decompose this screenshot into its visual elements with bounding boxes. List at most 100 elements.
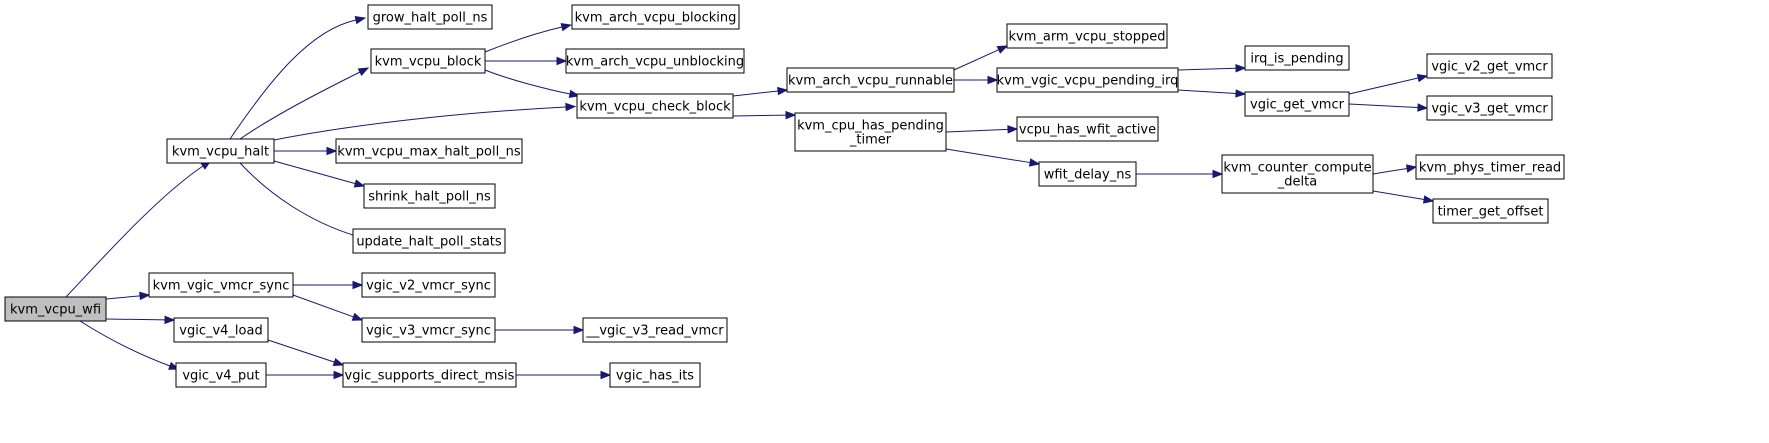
node-box (1432, 198, 1549, 224)
node-box (352, 228, 506, 254)
node-kvm-counter-compute-delta[interactable]: kvm_counter_compute_delta (1221, 154, 1374, 194)
node-kvm-vcpu-halt[interactable]: kvm_vcpu_halt (166, 138, 275, 164)
node-kvm-arm-vcpu-stopped[interactable]: kvm_arm_vcpu_stopped (1006, 23, 1168, 49)
node-vgic-v3-vmcr-sync[interactable]: vgic_v3_vmcr_sync (361, 317, 496, 343)
arrow-head-icon (1405, 164, 1418, 173)
edge-vgic-get-vmcr-to-vgic-v3-get-vmcr (1348, 103, 1429, 112)
node-label: grow_halt_poll_ns (373, 11, 488, 26)
arrow-head-icon (556, 56, 568, 66)
edge-kvm-vcpu-halt-to-kvm-vcpu-block (239, 67, 370, 140)
edge-line (1348, 103, 1419, 109)
node-kvm-vcpu-wfi[interactable]: kvm_vcpu_wfi (4, 296, 107, 322)
arrow-head-icon (1212, 169, 1224, 179)
node-kvm-arch-vcpu-blocking[interactable]: kvm_arch_vcpu_blocking (571, 4, 740, 30)
edge-line (267, 339, 335, 363)
node-label: kvm_cpu_has_pending (797, 119, 944, 134)
node-label: kvm_vcpu_max_halt_poll_ns (337, 145, 521, 160)
node-box (361, 272, 496, 298)
arrow-head-icon (139, 291, 151, 301)
node-kvm-cpu-has-pending-timer[interactable]: kvm_cpu_has_pending_timer (794, 112, 947, 152)
node-label: kvm_vcpu_check_block (579, 100, 731, 115)
node-label: kvm_vcpu_block (375, 55, 482, 70)
node-label: _timer (849, 133, 892, 148)
node-kvm-phys-timer-read[interactable]: kvm_phys_timer_read (1415, 154, 1565, 180)
node-kvm-arch-vcpu-unblocking[interactable]: kvm_arch_vcpu_unblocking (565, 48, 745, 74)
edge-line (273, 160, 356, 185)
edge-vgic-v3-vmcr-sync-to-vgic-v3-read-vmcr (495, 325, 585, 335)
node-box (1016, 116, 1159, 142)
node-box (565, 48, 745, 74)
node-vgic-get-vmcr[interactable]: vgic_get_vmcr (1244, 91, 1350, 117)
node-box (794, 112, 947, 152)
node-vgic-v3-read-vmcr[interactable]: __vgic_v3_read_vmcr (582, 317, 728, 343)
node-label: vgic_v3_get_vmcr (1431, 102, 1548, 117)
node-kvm-vcpu-check-block[interactable]: kvm_vcpu_check_block (576, 93, 734, 119)
node-box (609, 362, 701, 388)
arrow-head-icon (1235, 64, 1247, 73)
edge-vgic-v4-put-to-vgic-supports-direct-msis (266, 370, 345, 380)
node-box (342, 362, 517, 388)
node-timer-get-offset[interactable]: timer_get_offset (1432, 198, 1549, 224)
node-label: vgic_has_its (616, 369, 694, 384)
node-kvm-vcpu-max-halt-poll-ns[interactable]: kvm_vcpu_max_halt_poll_ns (335, 138, 523, 164)
edge-kvm-vcpu-halt-to-update-halt-poll-stats (239, 162, 366, 240)
node-box (996, 67, 1179, 93)
arrow-head-icon (560, 22, 573, 32)
node-box (786, 67, 955, 93)
arrow-head-icon (996, 45, 1009, 54)
edge-line (1372, 167, 1408, 175)
edge-line (65, 165, 204, 298)
node-kvm-vgic-vcpu-pending-irq[interactable]: kvm_vgic_vcpu_pending_irq (996, 67, 1179, 93)
edge-line (239, 71, 361, 140)
node-shrink-halt-poll-ns[interactable]: shrink_halt_poll_ns (363, 183, 496, 209)
edge-line (1177, 89, 1237, 94)
node-vgic-v2-get-vmcr[interactable]: vgic_v2_get_vmcr (1426, 53, 1553, 79)
node-box (166, 138, 275, 164)
node-label: kvm_arch_vcpu_runnable (788, 74, 953, 89)
node-irq-is-pending[interactable]: irq_is_pending (1244, 45, 1350, 71)
node-vgic-has-its[interactable]: vgic_has_its (609, 362, 701, 388)
node-kvm-arch-vcpu-runnable[interactable]: kvm_arch_vcpu_runnable (786, 67, 955, 93)
edge-kvm-vcpu-wfi-to-kvm-vgic-vmcr-sync (105, 291, 151, 301)
node-label: shrink_halt_poll_ns (368, 190, 491, 205)
edge-line (105, 318, 166, 321)
node-label: vgic_get_vmcr (1250, 98, 1345, 113)
edge-kvm-vcpu-block-to-kvm-vcpu-check-block (484, 69, 581, 99)
node-kvm-vcpu-block[interactable]: kvm_vcpu_block (370, 48, 486, 74)
node-box (1038, 161, 1137, 187)
edge-kvm-cpu-has-pending-timer-to-wfit-delay-ns (945, 148, 1041, 167)
node-vcpu-has-wfit-active[interactable]: vcpu_has_wfit_active (1016, 116, 1159, 142)
edge-kvm-vcpu-check-block-to-kvm-cpu-has-pending-timer (732, 110, 797, 120)
arrow-head-icon (1007, 125, 1019, 134)
node-label: vgic_v2_vmcr_sync (366, 279, 491, 294)
node-vgic-v4-put[interactable]: vgic_v4_put (175, 362, 267, 388)
edge-line (484, 69, 571, 95)
edge-kvm-vcpu-halt-to-kvm-vcpu-check-block (273, 102, 577, 141)
arrow-head-icon (354, 15, 367, 25)
arrow-head-icon (1235, 89, 1247, 98)
node-wfit-delay-ns[interactable]: wfit_delay_ns (1038, 161, 1137, 187)
node-kvm-vgic-vmcr-sync[interactable]: kvm_vgic_vmcr_sync (148, 272, 294, 298)
edge-kvm-vcpu-wfi-to-vgic-v4-put (79, 320, 180, 370)
edge-line (239, 162, 357, 237)
arrow-head-icon (1028, 158, 1041, 167)
node-update-halt-poll-stats[interactable]: update_halt_poll_stats (352, 228, 506, 254)
node-box (1221, 154, 1374, 194)
edge-kvm-vcpu-wfi-to-vgic-v4-load (105, 315, 176, 325)
node-label: kvm_vgic_vmcr_sync (153, 279, 290, 294)
arrow-head-icon (353, 179, 366, 188)
edge-kvm-vgic-vmcr-sync-to-vgic-v3-vmcr-sync (292, 294, 364, 321)
node-vgic-v3-get-vmcr[interactable]: vgic_v3_get_vmcr (1426, 95, 1553, 121)
edge-line (229, 19, 357, 140)
node-label: vgic_v4_put (182, 369, 259, 384)
edge-vgic-v4-load-to-vgic-supports-direct-msis (267, 339, 345, 367)
arrow-head-icon (987, 75, 999, 85)
edge-line (1348, 77, 1419, 95)
node-vgic-v4-load[interactable]: vgic_v4_load (173, 317, 269, 343)
node-vgic-v2-vmcr-sync[interactable]: vgic_v2_vmcr_sync (361, 272, 496, 298)
edge-kvm-vcpu-check-block-to-kvm-arch-vcpu-runnable (732, 86, 789, 97)
node-vgic-supports-direct-msis[interactable]: vgic_supports_direct_msis (342, 362, 517, 388)
arrow-head-icon (568, 89, 581, 99)
node-grow-halt-poll-ns[interactable]: grow_halt_poll_ns (367, 4, 493, 30)
